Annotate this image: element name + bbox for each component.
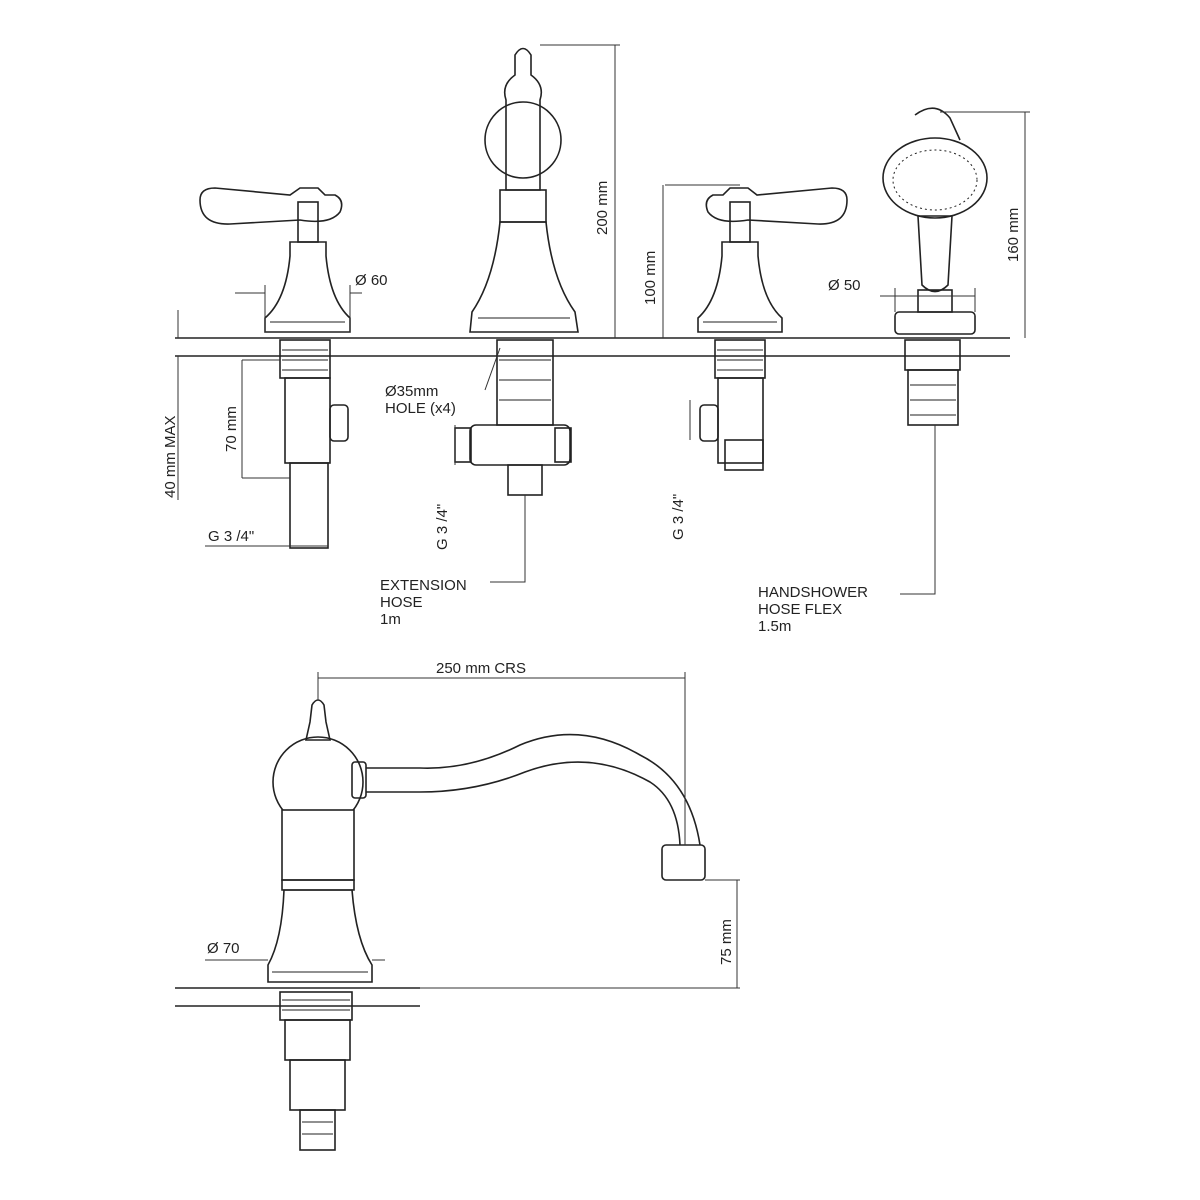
height-75-label: 75 mm <box>718 919 735 965</box>
deck-surface-bottom <box>175 987 420 1007</box>
hole-count-label: HOLE (x4) <box>385 400 456 417</box>
handshower <box>882 107 988 426</box>
thread-center-label: G 3 /4" <box>434 504 451 550</box>
height-100-label: 100 mm <box>642 251 659 305</box>
height-200-label: 200 mm <box>594 181 611 235</box>
extension-hose-line1: EXTENSION <box>380 577 467 594</box>
depth-40-max-label: 40 mm MAX <box>162 415 179 498</box>
dimension-lines-top <box>177 44 1030 595</box>
height-160-label: 160 mm <box>1005 208 1022 262</box>
handshower-hose-line3: 1.5m <box>758 618 791 635</box>
extension-hose-line3: 1m <box>380 611 401 628</box>
handshower-hose-line1: HANDSHOWER <box>758 584 868 601</box>
handshower-hose-line2: HOSE FLEX <box>758 601 842 618</box>
hole-diameter-label: Ø35mm <box>385 383 438 400</box>
spout-side-view <box>267 699 706 1151</box>
dia-50-label: Ø 50 <box>828 277 861 294</box>
deck-surface-top <box>175 337 1010 357</box>
extension-hose-line2: HOSE <box>380 594 423 611</box>
dia-70-label: Ø 70 <box>207 940 240 957</box>
dia-60-label: Ø 60 <box>355 272 388 289</box>
dimension-lines-bottom <box>205 672 740 989</box>
height-70-label: 70 mm <box>223 406 240 452</box>
right-valve <box>697 187 848 471</box>
thread-right-label: G 3 /4" <box>670 494 687 540</box>
thread-left-label: G 3 /4" <box>208 528 254 545</box>
left-valve <box>199 187 351 549</box>
center-spout <box>454 47 579 496</box>
crs-250-label: 250 mm CRS <box>436 660 526 677</box>
